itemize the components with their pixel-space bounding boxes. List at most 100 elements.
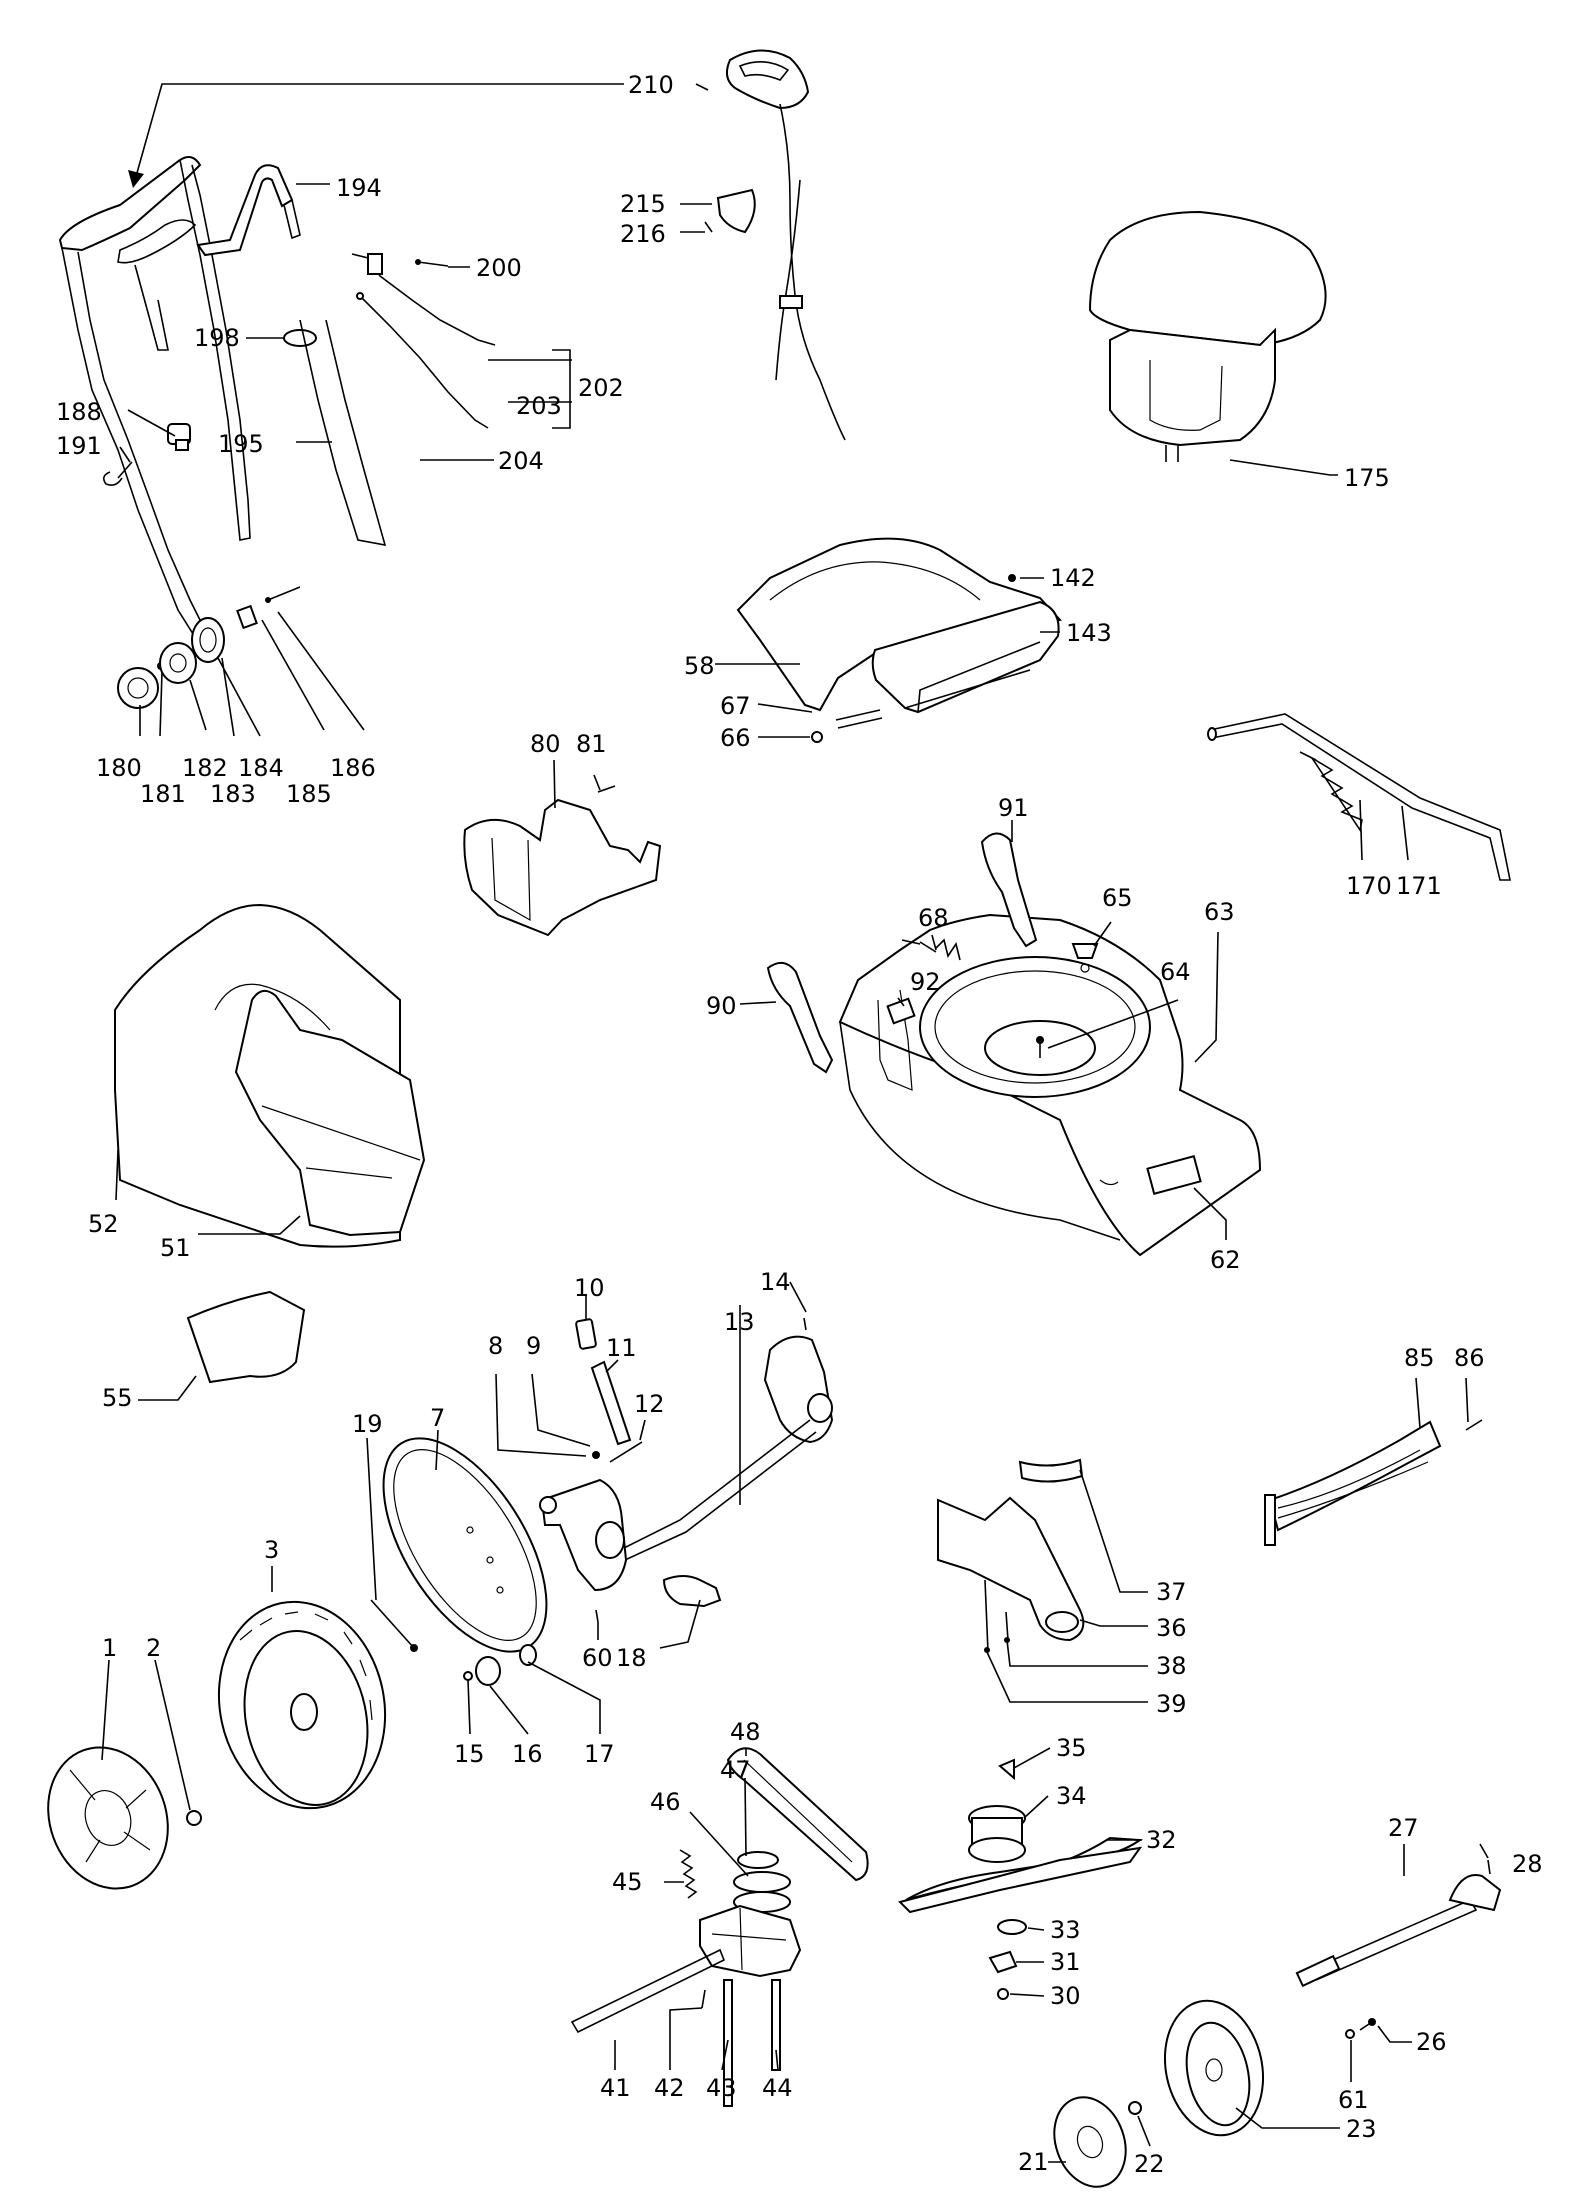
callout-63: 63 <box>1204 898 1235 926</box>
callout-183: 183 <box>210 780 256 808</box>
spring-45 <box>679 1849 698 1899</box>
callout-180: 180 <box>96 754 142 782</box>
lever-91 <box>980 832 1038 948</box>
lever-90 <box>766 961 834 1074</box>
cap-65 <box>1071 943 1099 973</box>
callout-41: 41 <box>600 2074 631 2102</box>
callout-203: 203 <box>516 392 562 420</box>
callout-90: 90 <box>706 992 737 1020</box>
callout-195: 195 <box>218 430 264 458</box>
rod-67 <box>835 709 883 729</box>
bolt-86 <box>1465 1419 1483 1431</box>
callout-194: 194 <box>336 174 382 202</box>
callout-9: 9 <box>526 1332 541 1360</box>
callout-67: 67 <box>720 692 751 720</box>
rear-wheel-3 <box>217 1600 387 1810</box>
callout-60: 60 <box>582 1644 613 1672</box>
callout-202: 202 <box>578 374 624 402</box>
callout-81: 81 <box>576 730 607 758</box>
blade-fasteners-30-33 <box>988 1919 1027 2000</box>
callout-188: 188 <box>56 398 102 426</box>
callout-215: 215 <box>620 190 666 218</box>
callout-46: 46 <box>650 1788 681 1816</box>
callout-17: 17 <box>584 1740 615 1768</box>
cables-202-204 <box>351 253 496 429</box>
gear-bracket <box>539 1478 628 1592</box>
callout-52: 52 <box>88 1210 119 1238</box>
callout-43: 43 <box>706 2074 737 2102</box>
callout-18: 18 <box>616 1644 647 1672</box>
pin-14 <box>803 1317 807 1331</box>
pulleys-46-47 <box>733 1851 791 1913</box>
callout-42: 42 <box>654 2074 685 2102</box>
callout-45: 45 <box>612 1868 643 1896</box>
nut-22 <box>1128 2101 1142 2115</box>
callout-85: 85 <box>1404 1344 1435 1372</box>
lever-171 <box>1207 713 1511 881</box>
callout-210: 210 <box>628 71 674 99</box>
callout-37: 37 <box>1156 1578 1187 1606</box>
callout-26: 26 <box>1416 2028 1447 2056</box>
front-axle-27 <box>1295 1874 1502 1988</box>
callout-186: 186 <box>330 754 376 782</box>
callout-62: 62 <box>1210 1246 1241 1274</box>
bolt-81 <box>597 785 616 793</box>
callout-36: 36 <box>1156 1614 1187 1642</box>
axle-41 <box>570 1948 726 2034</box>
callout-170: 170 <box>1346 872 1392 900</box>
callout-21: 21 <box>1018 2148 1049 2176</box>
callout-39: 39 <box>1156 1690 1187 1718</box>
callout-28: 28 <box>1512 1850 1543 1878</box>
callout-10: 10 <box>574 1274 605 1302</box>
callout-44: 44 <box>762 2074 793 2102</box>
key-35 <box>998 1758 1015 1781</box>
pivot-parts-180-186 <box>117 586 301 709</box>
callout-33: 33 <box>1050 1916 1081 1944</box>
callout-12: 12 <box>634 1390 665 1418</box>
callout-175: 175 <box>1344 464 1390 492</box>
callout-143: 143 <box>1066 619 1112 647</box>
callout-13: 13 <box>724 1308 755 1336</box>
front-wheel-23 <box>1163 1999 1265 2137</box>
callout-204: 204 <box>498 447 544 475</box>
blade-32 <box>898 1836 1143 1914</box>
callout-38: 38 <box>1156 1652 1187 1680</box>
bracket-9-11 <box>575 1318 643 1463</box>
side-bracket-85 <box>1264 1420 1442 1546</box>
rear-cover-58 <box>736 537 1062 712</box>
callout-182: 182 <box>182 754 228 782</box>
callout-34: 34 <box>1056 1782 1087 1810</box>
callout-200: 200 <box>476 254 522 282</box>
callout-184: 184 <box>238 754 284 782</box>
disc-7 <box>382 1437 548 1653</box>
callout-19: 19 <box>352 1410 383 1438</box>
callout-8: 8 <box>488 1332 503 1360</box>
callout-216: 216 <box>620 220 666 248</box>
callout-30: 30 <box>1050 1982 1081 2010</box>
callout-64: 64 <box>1160 958 1191 986</box>
spring-170 <box>1299 751 1363 833</box>
callout-55: 55 <box>102 1384 133 1412</box>
washer-66 <box>811 731 823 743</box>
callout-2: 2 <box>146 1634 161 1662</box>
callout-23: 23 <box>1346 2115 1377 2143</box>
bracket-37 <box>1018 1458 1084 1483</box>
adapter-34 <box>968 1805 1026 1863</box>
callout-68: 68 <box>918 904 949 932</box>
callout-16: 16 <box>512 1740 543 1768</box>
callout-86: 86 <box>1454 1344 1485 1372</box>
callout-47: 47 <box>720 1756 751 1784</box>
callout-31: 31 <box>1050 1948 1081 1976</box>
hubcap-21 <box>1053 2096 1127 2188</box>
drive-axle-13 <box>618 1335 834 1562</box>
screw-60 <box>595 1609 599 1623</box>
deflector-143 <box>871 600 1060 714</box>
callout-171: 171 <box>1396 872 1442 900</box>
screws-26-61 <box>1345 2018 1376 2039</box>
callout-91: 91 <box>998 794 1029 822</box>
callout-27: 27 <box>1388 1814 1419 1842</box>
callout-11: 11 <box>606 1334 637 1362</box>
clip-92 <box>886 997 916 1025</box>
callout-61: 61 <box>1338 2086 1369 2114</box>
callout-66: 66 <box>720 724 751 752</box>
